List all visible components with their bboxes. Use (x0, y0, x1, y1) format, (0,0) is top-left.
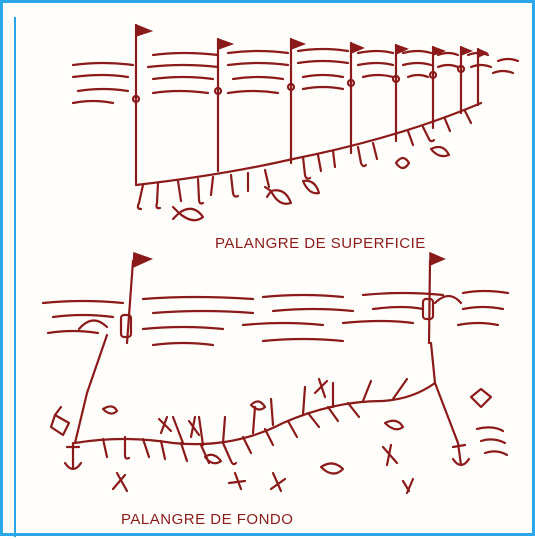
bottom-branch-lines (101, 377, 409, 466)
surface-fish (171, 145, 451, 222)
bottom-right-buoy (421, 251, 463, 345)
bottom-creatures (49, 377, 509, 495)
frame-inner-line (14, 17, 16, 537)
longline-illustration (41, 23, 520, 495)
surface-buoy-flags (131, 23, 489, 185)
surface-water-lines (71, 47, 520, 105)
bottom-left-buoy (77, 251, 154, 345)
surface-branch-lines (136, 109, 473, 211)
surface-mainline (134, 101, 483, 187)
bottom-water-lines (41, 289, 510, 347)
bottom-anchors (63, 441, 471, 471)
surface-longline-label: PALANGRE DE SUPERFICIE (215, 235, 426, 252)
bottom-longline-label: PALANGRE DE FONDO (121, 511, 294, 528)
